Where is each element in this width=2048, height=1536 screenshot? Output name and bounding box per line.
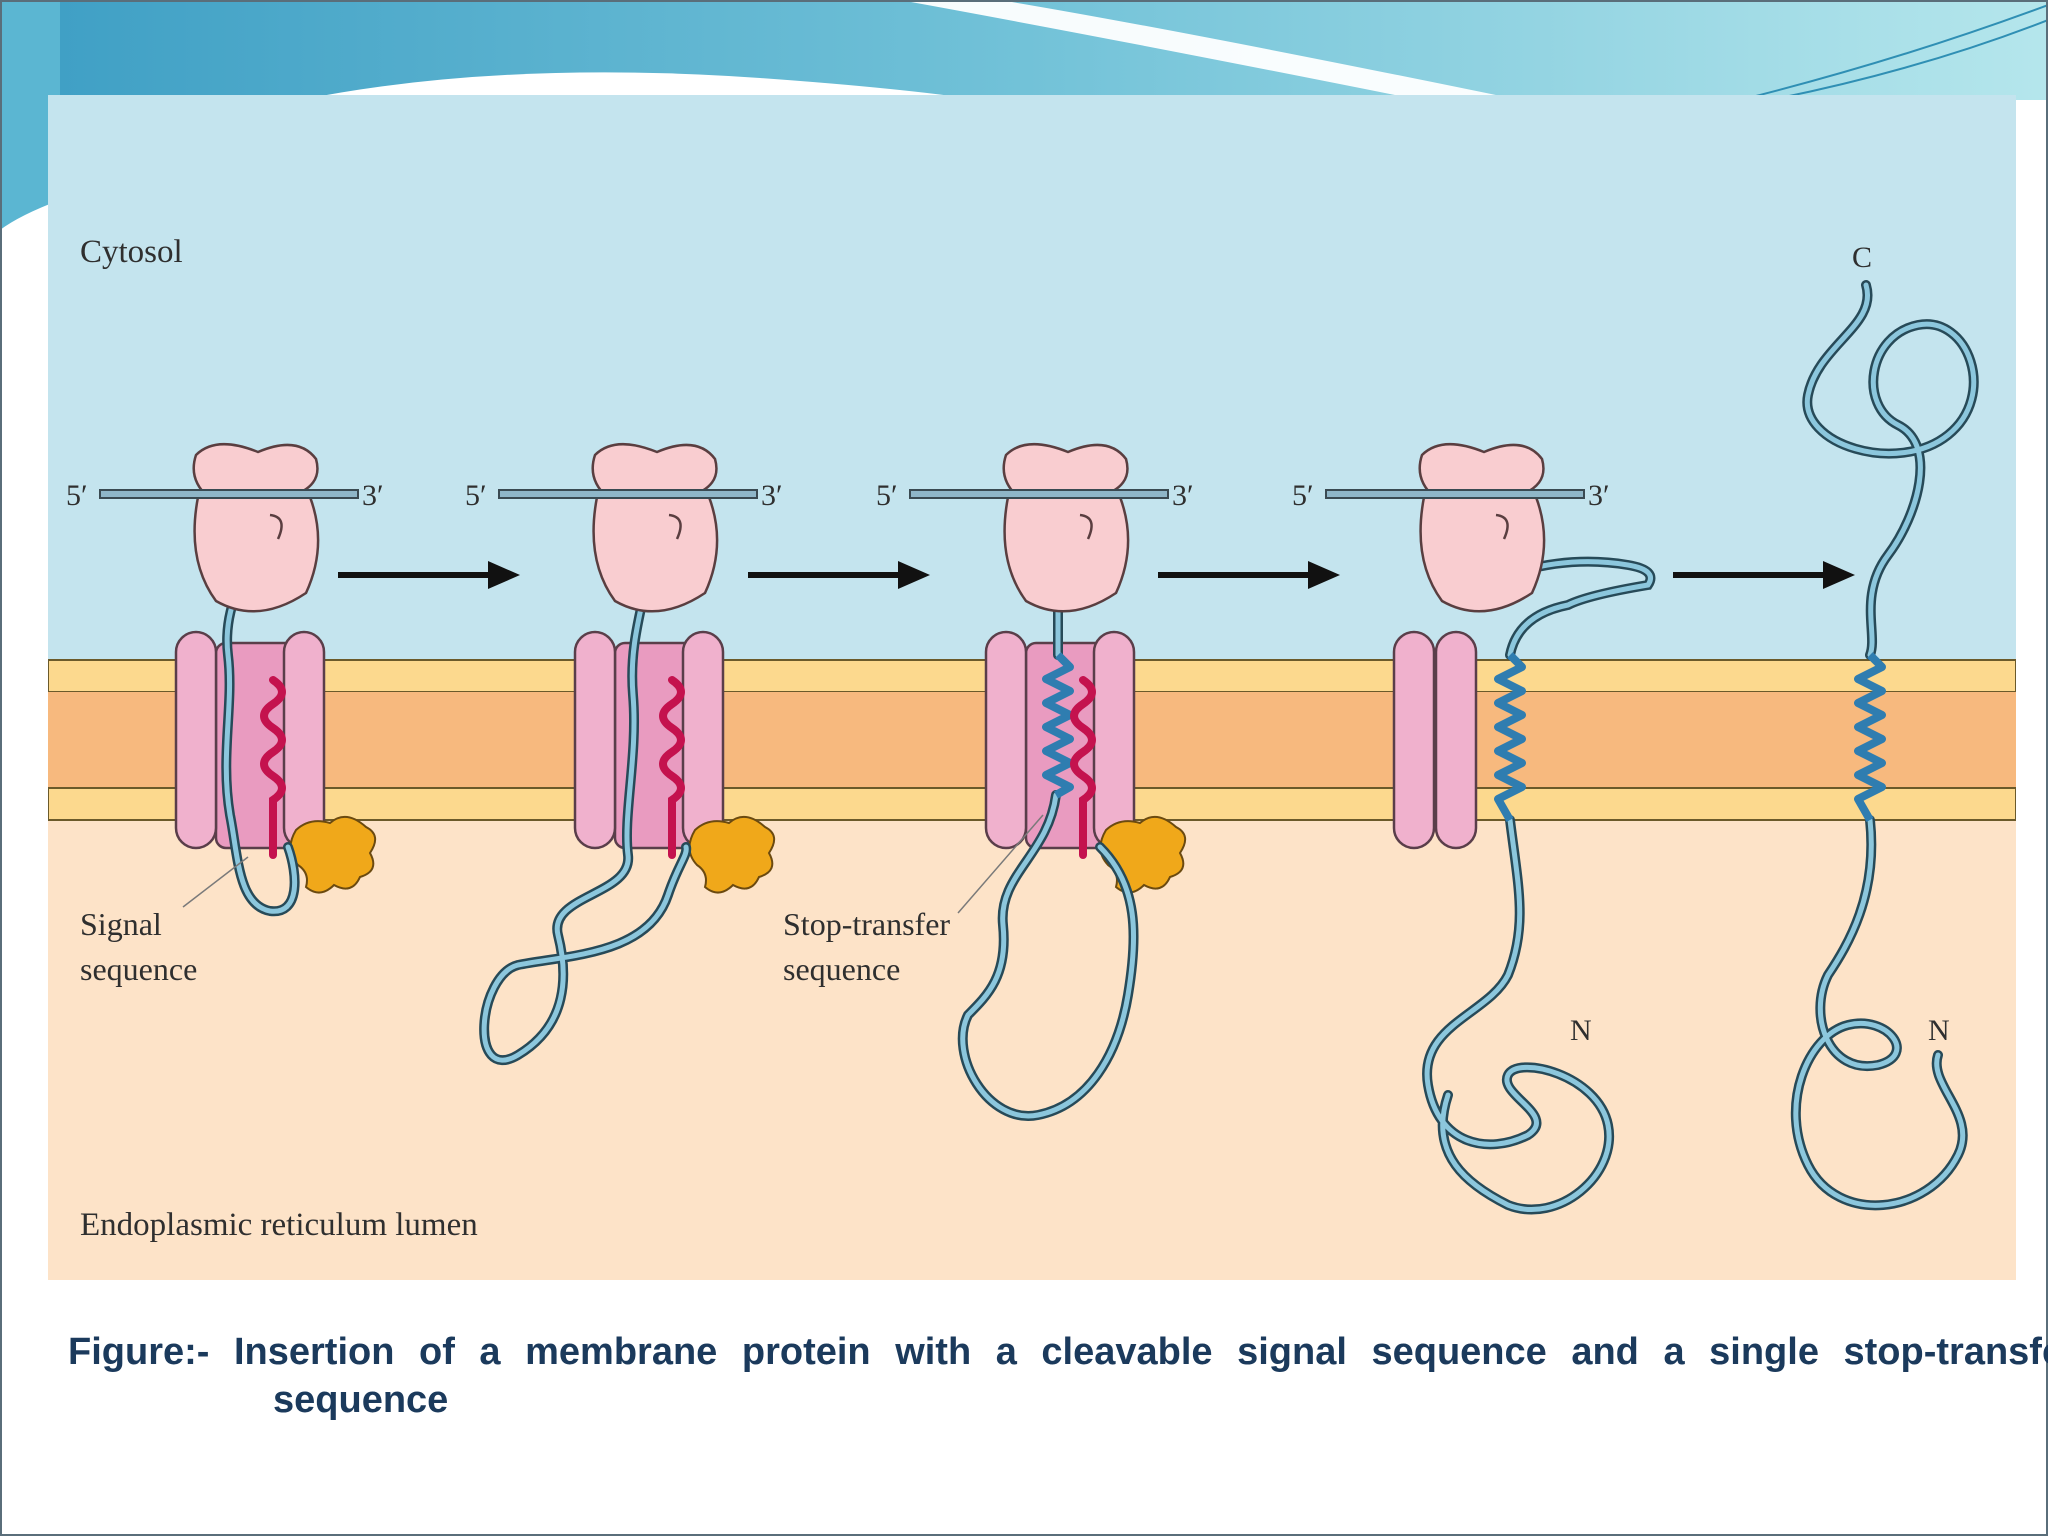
signal-sequence-label: Signal sequence: [80, 906, 197, 987]
signal-sequence-helix: [260, 676, 286, 859]
signal-peptidase: [289, 816, 377, 894]
swoosh-line: [1739, 4, 2048, 101]
signal-peptidase: [688, 816, 776, 894]
white-swoosh: [900, 0, 1520, 100]
caption-line-1: Figure:- Insertion of a membrane protein…: [68, 1331, 2048, 1373]
stage-3: 5′ 3′: [876, 442, 1194, 1121]
stop-transfer-helix: [1494, 652, 1526, 822]
left-wave-accent: [0, 0, 60, 230]
ribosome: [591, 442, 719, 613]
membrane-insertion-figure: Cytosol Endoplasmic reticulum lumen 5′ 3: [48, 95, 2016, 1280]
stop-transfer-helix: [1042, 652, 1074, 799]
figure-diagram: Cytosol Endoplasmic reticulum lumen 5′ 3: [48, 95, 2016, 1280]
mrna-3-prime-label: 3′: [362, 479, 384, 512]
stage-5: C N: [1790, 241, 1979, 1211]
translocon: [1392, 630, 1478, 850]
mrna-strand: [99, 489, 359, 499]
translocon: [573, 630, 725, 850]
white-arc: [300, 72, 980, 100]
translocon: [174, 630, 326, 850]
signal-sequence-helix: [659, 676, 685, 859]
figure-caption: Figure:- Insertion of a membrane protein…: [68, 1328, 2048, 1424]
mrna-3-prime-label: 3′: [1172, 479, 1194, 512]
stage-4: 5′ 3′ N: [1292, 442, 1656, 1215]
mrna-3-prime-label: 3′: [761, 479, 783, 512]
signal-sequence-helix: [1070, 676, 1096, 859]
stage-arrow: [748, 561, 930, 589]
lumen-region: [48, 820, 2016, 1280]
translocon: [984, 630, 1136, 850]
swoosh-line: [1769, 19, 2048, 101]
lumen-label: Endoplasmic reticulum lumen: [80, 1207, 478, 1243]
stop-transfer-helix: [1854, 652, 1886, 822]
c-terminus-label: C: [1852, 241, 1872, 274]
mrna-strand: [498, 489, 758, 499]
ribosome: [1418, 442, 1546, 613]
caption-line-2: sequence: [273, 1379, 449, 1421]
n-terminus-label: N: [1570, 1014, 1592, 1047]
mrna-3-prime-label: 3′: [1588, 479, 1610, 512]
mrna-5-prime-label: 5′: [465, 479, 487, 512]
stage-arrow: [338, 561, 520, 589]
stage-arrow: [1158, 561, 1340, 589]
mrna-strand: [909, 489, 1169, 499]
ribosome: [192, 442, 320, 613]
mrna-5-prime-label: 5′: [876, 479, 898, 512]
mrna-5-prime-label: 5′: [66, 479, 88, 512]
stage-1: 5′ 3′: [66, 442, 384, 917]
stage-2: 5′ 3′: [465, 442, 783, 1066]
cytosol-label: Cytosol: [80, 234, 183, 270]
stop-transfer-label: Stop-transfer sequence: [783, 906, 958, 987]
signal-sequence-leader: [182, 856, 249, 908]
stage-arrow: [1673, 561, 1855, 589]
n-terminus-label: N: [1928, 1014, 1950, 1047]
mrna-5-prime-label: 5′: [1292, 479, 1314, 512]
stop-transfer-leader: [957, 814, 1044, 914]
mrna-strand: [1325, 489, 1585, 499]
ribosome: [1002, 442, 1130, 613]
